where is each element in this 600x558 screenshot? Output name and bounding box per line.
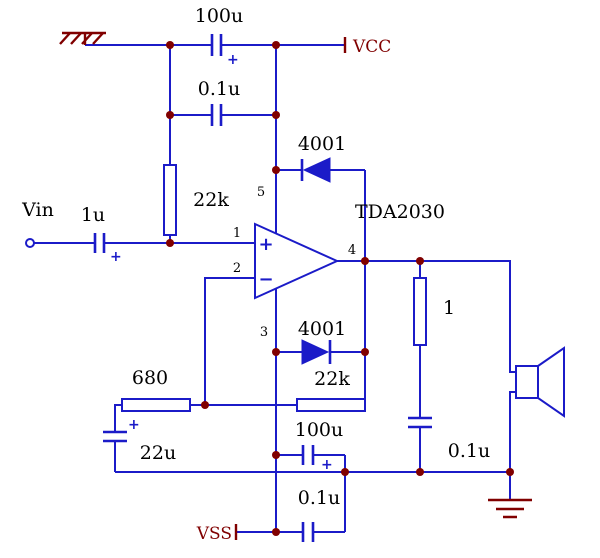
junction-dot: [361, 348, 369, 356]
pin-1-label: 1: [233, 226, 241, 241]
junction-dot: [361, 257, 369, 265]
plus-mark: +: [128, 417, 140, 433]
wire-top-rails: [85, 44, 345, 243]
junction-dots: [166, 41, 514, 536]
vin-terminal: Vin: [21, 199, 54, 248]
inverting-mark: −: [258, 269, 273, 290]
pin-3-label: 3: [260, 325, 268, 340]
capacitor-100u-vcc-value: 100u: [195, 5, 244, 27]
resistor-1-zobel: 1: [413, 277, 455, 346]
plus-mark: +: [227, 52, 239, 68]
capacitor-0.1u-vcc-value: 0.1u: [198, 78, 240, 100]
ic-label: TDA2030: [355, 201, 445, 223]
capacitor-0.1u-zobel-value: 0.1u: [448, 440, 490, 462]
opamp-tda2030: + − TDA2030 5 1 2 3 4: [233, 185, 445, 340]
vcc-label: VCC: [352, 37, 391, 57]
junction-dot: [272, 166, 280, 174]
capacitor-0.1u-vss: 0.1u: [298, 487, 340, 542]
junction-dot: [416, 257, 424, 265]
wire-output: [337, 260, 516, 472]
diode-4001-top: 4001: [298, 133, 346, 183]
pin-4-label: 4: [348, 243, 356, 258]
input-terminal-circle: [25, 238, 35, 248]
earth-ground-bottom-icon: [488, 498, 532, 519]
resistor-1-zobel-value: 1: [443, 297, 455, 319]
pin-2-label: 2: [233, 261, 241, 276]
wire-bottom-rails: [115, 289, 511, 533]
capacitor-100u-vcc: 100u +: [195, 5, 244, 68]
resistor-680-value: 680: [132, 367, 168, 389]
earth-ground-top-icon: [59, 31, 106, 45]
capacitor-1u-value: 1u: [81, 204, 105, 226]
junction-dot: [201, 401, 209, 409]
capacitor-22u-value: 22u: [140, 442, 176, 464]
junction-dot: [166, 41, 174, 49]
junction-dot: [166, 239, 174, 247]
capacitor-0.1u-zobel: 0.1u: [408, 416, 490, 462]
capacitor-100u-vss-value: 100u: [295, 419, 344, 441]
wire-diodes: [276, 169, 365, 353]
junction-dot: [272, 111, 280, 119]
resistor-22k-bias: 22k: [163, 164, 229, 236]
plus-mark: +: [110, 249, 122, 265]
junction-dot: [506, 468, 514, 476]
opamp-triangle: [254, 222, 340, 300]
vss-terminal: VSS: [196, 524, 238, 544]
pin-5-label: 5: [257, 185, 265, 200]
noninverting-mark: +: [258, 234, 273, 255]
resistor-22k-bias-value: 22k: [193, 189, 229, 211]
junction-dot: [272, 451, 280, 459]
junction-dot: [416, 468, 424, 476]
speaker-icon: [515, 346, 565, 418]
junction-dot: [272, 348, 280, 356]
vss-label: VSS: [196, 524, 232, 544]
wires: [34, 44, 516, 533]
resistor-22k-feedback: 22k: [296, 368, 366, 412]
diode-4001-bottom-value: 4001: [298, 318, 346, 340]
plus-mark: +: [321, 457, 333, 473]
capacitor-100u-vss: 100u +: [295, 419, 344, 473]
junction-dot: [166, 111, 174, 119]
wire-feedback: [114, 170, 366, 472]
capacitor-0.1u-vss-value: 0.1u: [298, 487, 340, 509]
junction-dot: [272, 41, 280, 49]
vin-label: Vin: [21, 199, 54, 221]
vcc-terminal: VCC: [343, 37, 391, 57]
capacitor-22u: 22u +: [103, 417, 176, 464]
diode-4001-top-value: 4001: [298, 133, 346, 155]
capacitor-1u-input: 1u +: [81, 204, 122, 265]
diode-4001-bottom: 4001: [298, 318, 346, 365]
junction-dot: [272, 528, 280, 536]
junction-dot: [341, 468, 349, 476]
resistor-22k-feedback-value: 22k: [314, 368, 350, 390]
resistor-680: 680: [121, 367, 191, 412]
capacitor-0.1u-vcc: 0.1u: [198, 78, 240, 126]
